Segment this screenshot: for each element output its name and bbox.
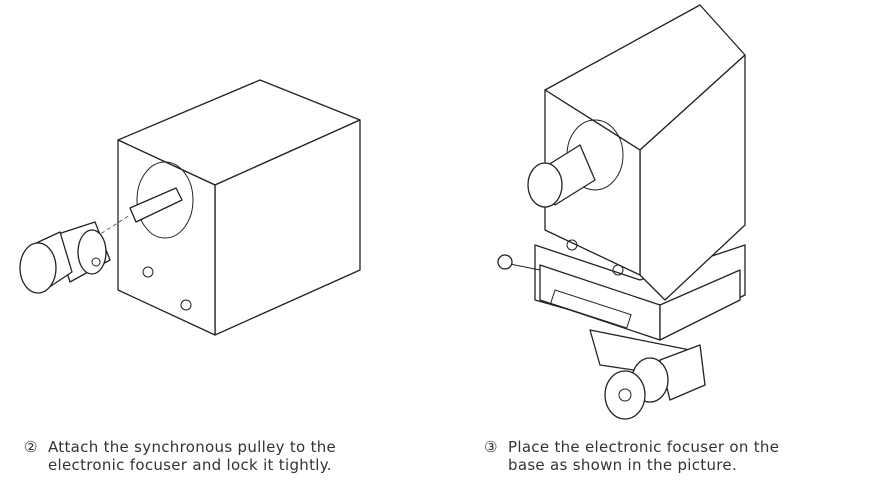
pulley-left xyxy=(19,221,111,294)
focuser-motor-right xyxy=(544,4,746,301)
step2-caption: ② Attach the synchronous pulley to the e… xyxy=(24,438,337,474)
step3-illustration xyxy=(497,4,746,420)
step2-line1: Attach the synchronous pulley to the xyxy=(48,438,337,456)
step2-illustration xyxy=(19,79,361,336)
step2-line2: electronic focuser and lock it tightly. xyxy=(48,456,332,474)
step3-caption: ③ Place the electronic focuser on the ba… xyxy=(484,438,780,474)
pulley-right xyxy=(527,144,596,208)
step3-line2: base as shown in the picture. xyxy=(508,456,738,474)
step3-number: ③ xyxy=(484,438,498,456)
focuser-motor-left xyxy=(117,79,361,336)
step2-number: ② xyxy=(24,438,38,456)
knob xyxy=(604,357,669,420)
step3-line1: Place the electronic focuser on the xyxy=(508,438,780,456)
